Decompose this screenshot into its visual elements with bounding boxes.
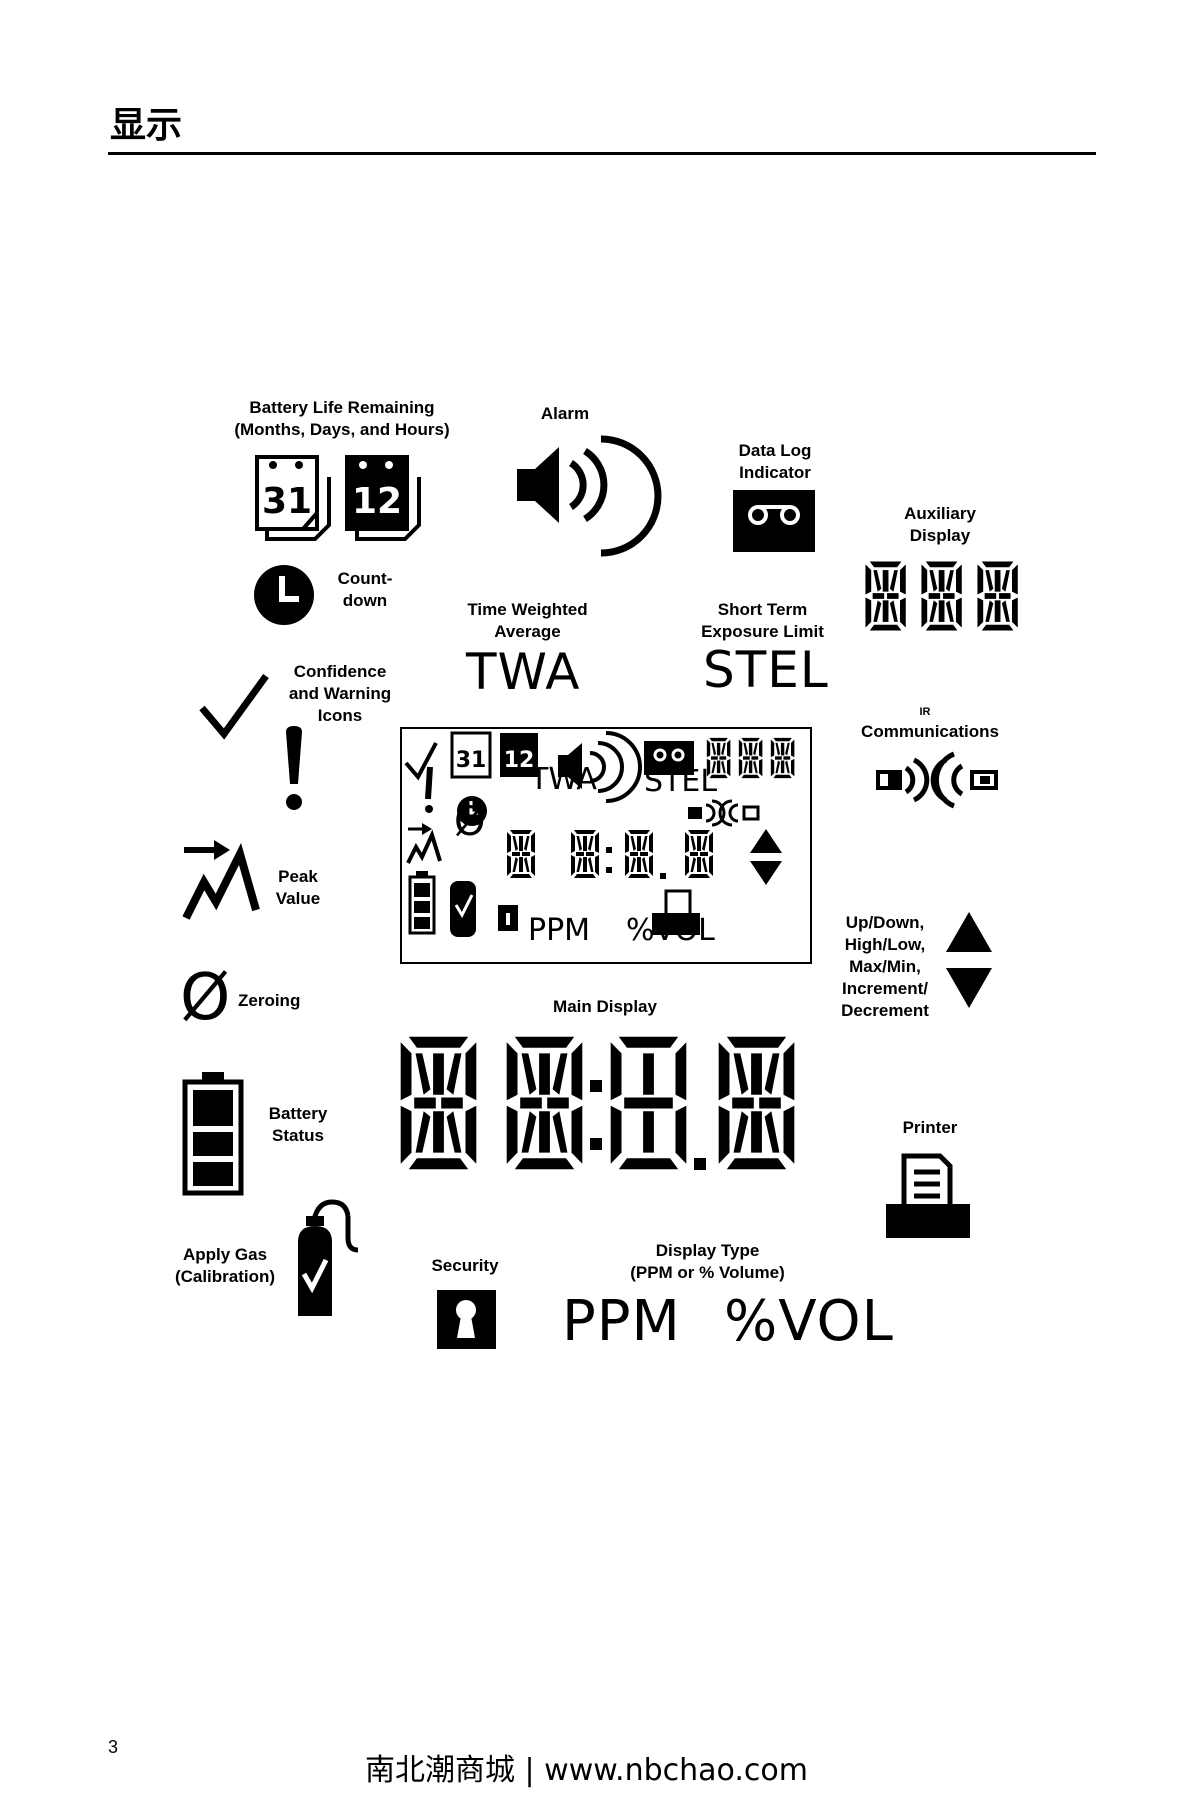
up-down-label: Up/Down, High/Low, Max/Min, Increment/ D… bbox=[841, 913, 929, 1020]
svg-text:31: 31 bbox=[262, 481, 312, 522]
auxiliary-display-label: Auxiliary Display bbox=[904, 504, 976, 545]
countdown-label: Count- down bbox=[337, 569, 393, 610]
checkmark-icon bbox=[199, 673, 269, 740]
padlock-icon bbox=[437, 1290, 496, 1349]
apply-gas-label: Apply Gas (Calibration) bbox=[174, 1245, 276, 1286]
svg-text:12: 12 bbox=[504, 748, 535, 773]
up-arrow-icon bbox=[946, 912, 992, 952]
panel-calendar-12-icon bbox=[500, 733, 538, 777]
twa-symbol: TWA bbox=[466, 643, 581, 701]
panel-checkmark-icon bbox=[404, 742, 438, 781]
stel-symbol: STEL bbox=[703, 641, 829, 699]
stel-label: Short Term Exposure Limit bbox=[701, 600, 824, 641]
main-display-label: Main Display bbox=[553, 997, 657, 1016]
communications-label: Communications bbox=[861, 722, 999, 741]
panel-calendar-31-icon bbox=[450, 731, 492, 779]
confidence-label: Confidence and Warning Icons bbox=[288, 662, 392, 725]
printer-icon bbox=[886, 1153, 970, 1238]
clock-icon bbox=[254, 565, 314, 625]
panel-data-log-icon bbox=[644, 741, 694, 775]
calendar-12-icon: 12 bbox=[345, 455, 421, 541]
panel-twa-symbol: TWA bbox=[530, 762, 597, 797]
header-rule bbox=[108, 152, 1096, 155]
panel-ppm-symbol: PPM bbox=[528, 913, 591, 948]
lcd-panel bbox=[400, 727, 812, 964]
battery-life-label: Battery Life Remaining (Months, Days, an… bbox=[234, 398, 450, 439]
alarm-label: Alarm bbox=[540, 404, 590, 423]
zeroing-label: Zeroing bbox=[238, 991, 301, 1010]
data-log-cassette-icon bbox=[733, 490, 815, 552]
calendar-31-icon: 31 bbox=[255, 455, 331, 541]
security-label: Security bbox=[431, 1256, 499, 1275]
ppm-symbol: PPM bbox=[562, 1289, 681, 1354]
svg-text:12: 12 bbox=[352, 481, 402, 522]
panel-stel-symbol: STEL bbox=[644, 764, 718, 799]
panel-vol-symbol: %VOL bbox=[626, 913, 715, 948]
panel-exclamation-icon bbox=[425, 766, 433, 800]
printer-label: Printer bbox=[902, 1118, 958, 1137]
exclamation-icon bbox=[286, 726, 302, 810]
panel-zeroing-symbol: Ø bbox=[454, 799, 486, 845]
data-log-label: Data Log Indicator bbox=[738, 441, 812, 482]
battery-icon bbox=[182, 1072, 244, 1196]
main-display-digits bbox=[400, 1036, 795, 1170]
display-type-label: Display Type (PPM or % Volume) bbox=[630, 1241, 785, 1282]
page-number: 3 bbox=[108, 1737, 119, 1757]
auxiliary-display-digits bbox=[865, 561, 1018, 631]
peak-value-label: Peak Value bbox=[275, 867, 321, 908]
page-title: 显示 bbox=[110, 104, 183, 146]
lcd-panel-icons: 31 12 bbox=[404, 731, 795, 937]
panel-alarm-icon bbox=[558, 743, 582, 789]
gas-cylinder-icon bbox=[298, 1199, 359, 1316]
svg-text:31: 31 bbox=[456, 748, 487, 773]
zeroing-icon: Ø bbox=[180, 961, 231, 1035]
vol-symbol: %VOL bbox=[724, 1289, 894, 1354]
down-arrow-icon bbox=[946, 968, 992, 1008]
alarm-speaker-icon bbox=[517, 435, 662, 557]
ir-communications-icon bbox=[876, 751, 998, 809]
footer-watermark: 南北潮商城 | www.nbchao.com bbox=[365, 1753, 808, 1788]
battery-status-label: Battery Status bbox=[268, 1104, 328, 1145]
peak-value-icon bbox=[182, 840, 260, 920]
twa-label: Time Weighted Average bbox=[467, 600, 588, 641]
ir-label: IR bbox=[919, 706, 931, 718]
